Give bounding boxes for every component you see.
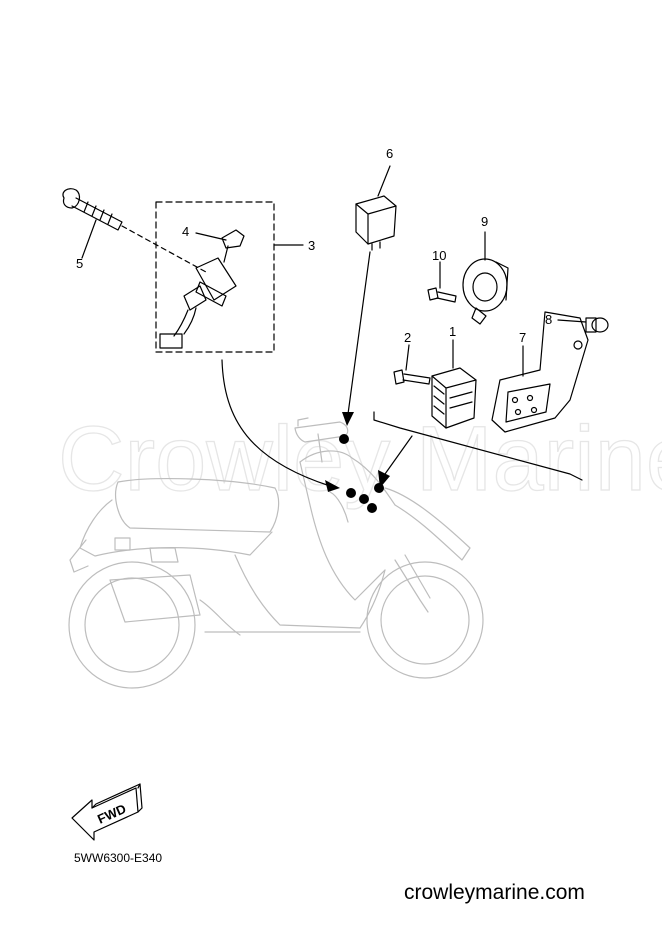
part-5-bolt-icon[interactable] — [62, 188, 123, 231]
part-3-main-switch-icon[interactable] — [159, 257, 237, 349]
callout-2: 2 — [404, 330, 411, 345]
arrowhead-6 — [342, 412, 354, 426]
callout-10: 10 — [432, 248, 446, 263]
part-9-horn-icon[interactable] — [462, 258, 509, 325]
site-url: crowleymarine.com — [404, 881, 585, 904]
part-6-relay-icon[interactable] — [355, 195, 397, 251]
callout-4: 4 — [182, 224, 189, 239]
callout-8: 8 — [545, 312, 552, 327]
leader-6 — [377, 165, 391, 197]
leader-5-dashed — [121, 225, 207, 273]
arrowhead-3 — [325, 480, 340, 492]
arrowhead-group — [378, 470, 390, 488]
callout-3: 3 — [308, 238, 315, 253]
part-4-key-icon[interactable] — [221, 229, 245, 263]
part-1-rectifier-icon[interactable] — [431, 367, 477, 429]
main-switch-group-box — [155, 201, 275, 353]
callout-5: 5 — [76, 256, 83, 271]
fwd-arrow-icon: FWD — [71, 783, 143, 841]
leader-5 — [81, 219, 97, 259]
part-2-bolt-icon[interactable] — [393, 369, 431, 385]
scooter-outline — [68, 417, 484, 689]
part-10-bolt-icon[interactable] — [427, 287, 457, 303]
leader-4 — [195, 232, 227, 241]
leader-2 — [405, 344, 410, 371]
part-7-bracket-icon[interactable] — [491, 311, 589, 433]
callout-1: 1 — [449, 324, 456, 339]
callout-9: 9 — [481, 214, 488, 229]
arrow-6 — [347, 251, 371, 415]
callout-6: 6 — [386, 146, 393, 161]
group-brace — [373, 411, 583, 481]
arrow-3 — [221, 359, 331, 487]
watermark-text: Crowley Marine — [58, 408, 662, 510]
callout-7: 7 — [519, 330, 526, 345]
diagram-code: 5WW6300-E340 — [74, 851, 162, 865]
arrow-group — [384, 435, 413, 475]
part-8-grommet-icon[interactable] — [585, 317, 609, 333]
